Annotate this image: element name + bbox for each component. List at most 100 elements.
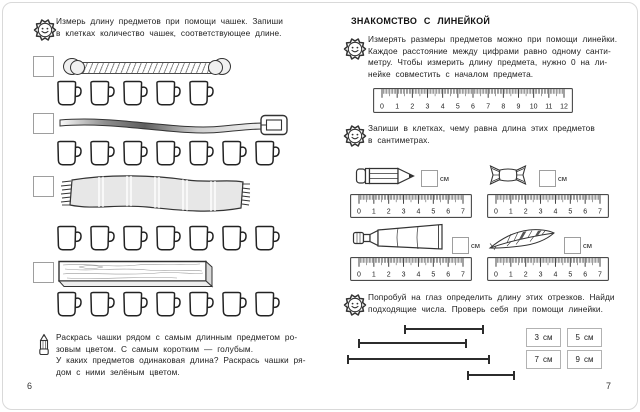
cup[interactable] [153,138,182,169]
task-line: в клетках количество чашек, соответствую… [56,27,282,38]
svg-text:7: 7 [598,272,602,279]
cup[interactable] [87,138,116,169]
tube-image [352,222,452,257]
cup[interactable] [120,223,149,254]
svg-text:5: 5 [568,209,572,216]
cup[interactable] [252,138,281,169]
belt-image [58,113,290,142]
svg-text:6: 6 [583,272,587,279]
unit-label: см [440,174,450,184]
cup[interactable] [186,289,215,320]
cup[interactable] [219,289,248,320]
svg-text:6: 6 [446,209,450,216]
svg-text:4: 4 [416,272,420,279]
task-line: У каких предметов одинаковая длина? Раск… [56,355,306,365]
cups-row-rope [54,78,215,109]
rope-image [61,57,236,77]
svg-text:1: 1 [372,272,376,279]
cup[interactable] [252,223,281,254]
cup[interactable] [87,289,116,320]
length-answer-tube: см [452,237,480,255]
svg-text:5: 5 [431,272,435,279]
svg-text:4: 4 [553,209,557,216]
cup[interactable] [186,223,215,254]
svg-text:3: 3 [539,272,543,279]
cups-row-scarf [54,223,281,254]
sun-face-icon [343,124,367,148]
svg-text:7: 7 [486,104,490,111]
answer-cell[interactable] [33,113,54,134]
line-segment [347,354,490,364]
line-segment [358,338,467,348]
svg-text:5: 5 [456,104,460,111]
svg-text:0: 0 [494,272,498,279]
svg-text:2: 2 [524,209,528,216]
svg-text:12: 12 [560,104,568,111]
answer-cell[interactable] [539,170,556,188]
cup[interactable] [120,289,149,320]
answer-cell[interactable] [33,56,54,77]
cup[interactable] [186,138,215,169]
task-line: Каждое расстояние между цифрами равно од… [368,45,611,56]
svg-text:5: 5 [431,209,435,216]
unit-label: см [583,241,593,251]
cup[interactable] [252,289,281,320]
cup[interactable] [219,223,248,254]
answer-cell[interactable] [33,262,54,283]
page-number-right: 7 [606,381,612,391]
cup[interactable] [54,78,83,109]
svg-text:2: 2 [410,104,414,111]
task-line: подходящие числа. Проверь себя при помощ… [368,303,604,314]
svg-text:0: 0 [357,209,361,216]
svg-text:3: 3 [539,209,543,216]
sun-face-icon [343,293,367,317]
cup[interactable] [153,289,182,320]
task-intro-instruction: Измерять размеры предметов можно при пом… [368,34,617,80]
cup[interactable] [87,78,116,109]
svg-text:5: 5 [568,272,572,279]
cup[interactable] [186,78,215,109]
answer-cell[interactable] [421,170,438,188]
cup[interactable] [153,78,182,109]
answer-cell[interactable] [564,237,581,255]
pencil-icon [36,333,52,356]
plank-image [57,260,215,293]
scarf-image [59,171,251,222]
task-line: дом с ними зелёным цветом. [56,366,180,377]
sun-face-icon [343,37,367,61]
svg-text:6: 6 [583,209,587,216]
answer-cell[interactable] [33,176,54,197]
svg-text:4: 4 [553,272,557,279]
cup[interactable] [120,78,149,109]
svg-text:0: 0 [494,209,498,216]
cup[interactable] [54,223,83,254]
task-line: зовым цветом. С самым коротким — голубым… [56,343,254,354]
svg-text:1: 1 [509,272,513,279]
cup[interactable] [54,138,83,169]
answer-cell[interactable] [452,237,469,255]
cup[interactable] [87,223,116,254]
task-color-instruction: Раскрась чашки рядом с самым длинным пре… [56,332,306,378]
svg-text:7: 7 [461,209,465,216]
svg-text:6: 6 [446,272,450,279]
svg-text:10: 10 [530,104,538,111]
cup[interactable] [54,289,83,320]
task-line: Раскрась чашки рядом с самым длинным пре… [56,332,298,342]
cup[interactable] [219,138,248,169]
length-answer-feather: см [564,237,592,255]
cup[interactable] [153,223,182,254]
page-number-left: 6 [27,381,33,391]
cup[interactable] [120,138,149,169]
svg-text:2: 2 [524,272,528,279]
svg-text:3: 3 [402,272,406,279]
length-answer-pencil: см [421,170,449,188]
unit-label: см [558,174,568,184]
